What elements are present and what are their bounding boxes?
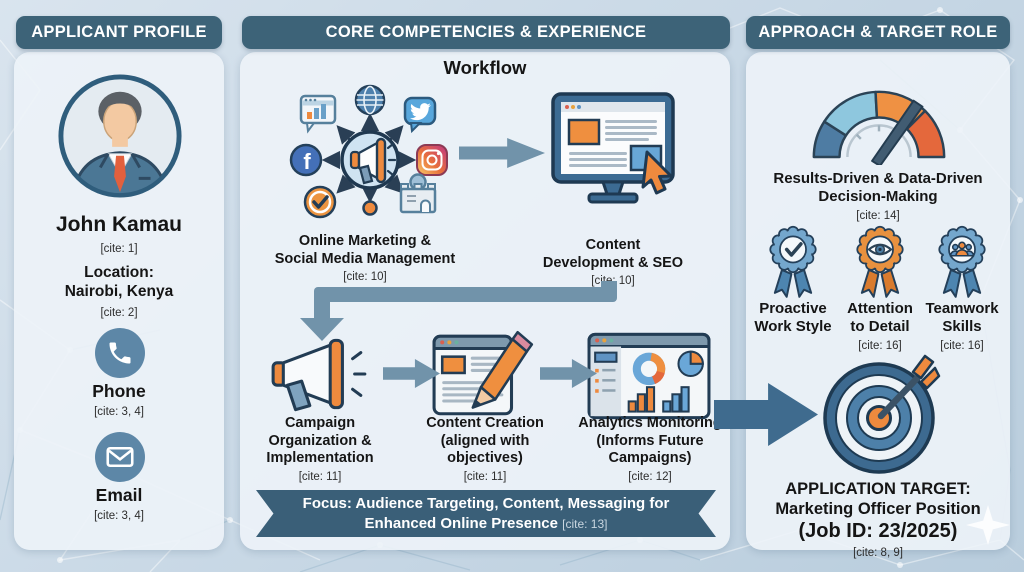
- step-analytics-cite: [cite: 12]: [628, 471, 672, 484]
- badge-proactive-label: Proactive Work Style: [754, 300, 832, 336]
- email-icon: [95, 432, 145, 482]
- step-online-marketing-label: Online Marketing & Social Media Manageme…: [274, 233, 456, 267]
- step-content-creation: Content Creation (aligned with objective…: [417, 415, 553, 484]
- gauge-icon: [812, 90, 946, 165]
- badge-attention-label: Attention to Detail: [847, 300, 913, 336]
- application-target-cite: [cite: 8, 9]: [853, 546, 903, 559]
- elbow-arrow-horizontal: [314, 287, 617, 302]
- document-pencil-icon: [432, 330, 534, 416]
- location-label: Location:: [84, 264, 154, 281]
- focus-banner: Focus: Audience Targeting, Content, Mess…: [256, 490, 716, 537]
- step-analytics-label: Analytics Monitoring (Informs Future Cam…: [578, 415, 722, 467]
- applicant-profile-header: APPLICANT PROFILE: [16, 16, 222, 49]
- browser-chart-icon: [299, 94, 337, 134]
- location-cite: [cite: 2]: [100, 307, 138, 319]
- check-badge-icon: [769, 225, 817, 298]
- applicant-profile-header-label: APPLICANT PROFILE: [31, 23, 207, 41]
- svg-text:f: f: [303, 149, 311, 174]
- approach-target-header: APPROACH & TARGET ROLE: [746, 16, 1010, 49]
- location-value: Nairobi, Kenya: [64, 283, 174, 300]
- facebook-icon: f: [289, 143, 323, 177]
- approach-label: Results-Driven & Data-Driven Decision-Ma…: [773, 170, 983, 206]
- badge-proactive-block: Proactive Work Style: [741, 300, 845, 339]
- step-content-creation-label: Content Creation (aligned with objective…: [426, 415, 544, 467]
- step-content-dev-label: Content Development & SEO: [542, 237, 684, 271]
- eye-badge-icon: [856, 225, 904, 298]
- badge-teamwork-label: Teamwork Skills: [925, 300, 999, 336]
- instagram-icon: [416, 144, 448, 176]
- step-campaign-label: Campaign Organization & Implementation: [266, 415, 374, 467]
- application-target-line1: APPLICATION TARGET:: [785, 480, 971, 498]
- phone-cite: [cite: 3, 4]: [94, 406, 144, 418]
- approach-target-header-label: APPROACH & TARGET ROLE: [758, 23, 998, 41]
- core-competencies-header-label: CORE COMPETENCIES & EXPERIENCE: [325, 23, 647, 41]
- elbow-arrow-vertical: [314, 296, 330, 319]
- focus-banner-text: Focus: Audience Targeting, Content, Mess…: [302, 495, 670, 532]
- organization-icon: [399, 173, 437, 214]
- step-content-creation-cite: [cite: 11]: [463, 471, 507, 484]
- badge-teamwork-block: Teamwork Skills [cite: 16]: [916, 300, 1008, 353]
- approach-cite: [cite: 14]: [856, 209, 900, 222]
- step-online-marketing: Online Marketing & Social Media Manageme…: [248, 233, 482, 284]
- analytics-dashboard-icon: [587, 332, 711, 420]
- avatar: [58, 74, 182, 198]
- social-hub-icon: f: [289, 84, 448, 219]
- check-circle-icon: [303, 185, 337, 219]
- team-badge-icon: [938, 225, 986, 298]
- applicant-name-cite: [cite: 1]: [100, 243, 138, 255]
- megaphone-icon: [271, 338, 367, 412]
- application-target-line2: Marketing Officer Position: [775, 500, 981, 519]
- phone-icon: [95, 328, 145, 378]
- email-label: Email: [95, 485, 143, 505]
- badge-attention-cite: [cite: 16]: [858, 339, 902, 352]
- step-content-dev: Content Development & SEO [cite: 10]: [535, 237, 691, 288]
- badge-attention-block: Attention to Detail [cite: 16]: [834, 300, 926, 353]
- approach-label-block: Results-Driven & Data-Driven Decision-Ma…: [750, 170, 1006, 223]
- application-target-line3: (Job ID: 23/2025): [798, 520, 958, 543]
- focus-banner-cite: [cite: 13]: [562, 516, 608, 531]
- step-analytics: Analytics Monitoring (Informs Future Cam…: [571, 415, 729, 484]
- node-dot-icon: [362, 200, 378, 216]
- target-dart-icon: [823, 354, 941, 474]
- step-online-marketing-cite: [cite: 10]: [343, 271, 387, 284]
- core-competencies-header: CORE COMPETENCIES & EXPERIENCE: [242, 16, 730, 49]
- email-cite: [cite: 3, 4]: [94, 510, 144, 522]
- step-campaign-cite: [cite: 11]: [298, 471, 342, 484]
- application-target-block: APPLICATION TARGET: Marketing Officer Po…: [748, 479, 1008, 560]
- globe-icon: [354, 84, 386, 116]
- twitter-icon: [403, 96, 437, 134]
- step-campaign: Campaign Organization & Implementation […: [252, 415, 388, 484]
- applicant-name: John Kamau: [55, 213, 183, 236]
- workflow-subtitle: Workflow: [443, 57, 527, 78]
- hub-megaphone-icon: [349, 137, 397, 185]
- phone-label: Phone: [92, 381, 146, 401]
- badge-teamwork-cite: [cite: 16]: [940, 339, 984, 352]
- monitor-cursor-icon: [551, 92, 675, 204]
